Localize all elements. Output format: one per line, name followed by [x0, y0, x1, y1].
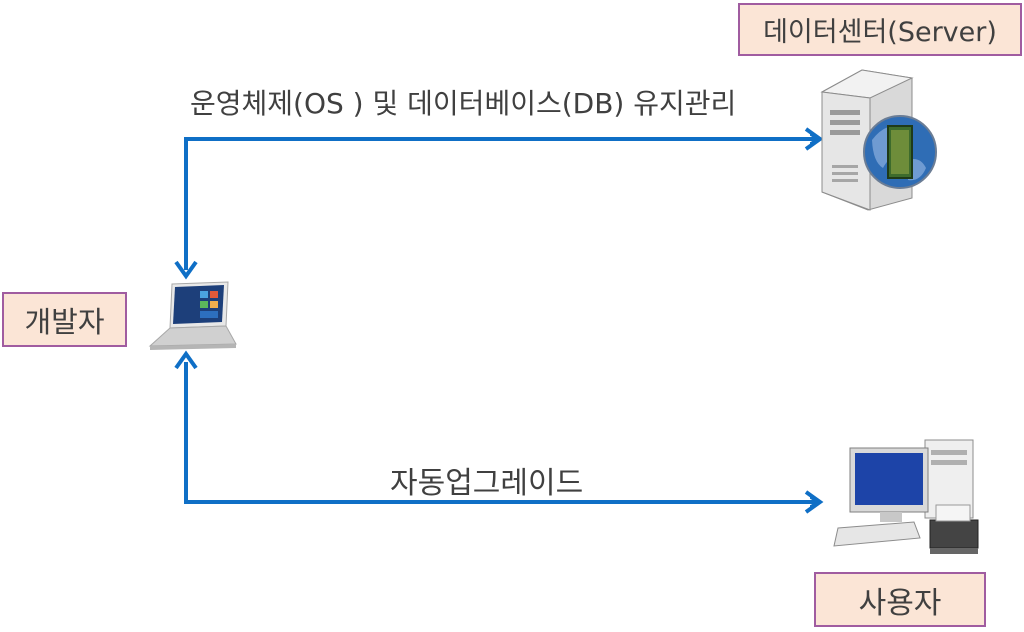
desktop-computer-icon	[833, 439, 974, 547]
server-label: 데이터센터(Server)	[738, 3, 1022, 56]
arrowhead-up-laptop	[174, 350, 198, 370]
developer-label: 개발자	[2, 292, 127, 347]
arrow-developer-server	[184, 139, 818, 270]
edge-label-maintenance: 운영체제(OS ) 및 데이터베이스(DB) 유지관리	[190, 87, 737, 120]
laptop-icon	[148, 281, 237, 350]
globe-icon	[863, 115, 937, 189]
arrowhead-down-laptop	[174, 260, 198, 280]
printer-icon	[929, 504, 979, 554]
arrow-developer-user	[184, 362, 818, 502]
edge-label-auto-upgrade: 자동업그레이드	[390, 466, 584, 501]
user-label: 사용자	[814, 572, 986, 627]
arrowhead-right-server	[804, 127, 824, 151]
arrowhead-right-user	[804, 490, 824, 514]
